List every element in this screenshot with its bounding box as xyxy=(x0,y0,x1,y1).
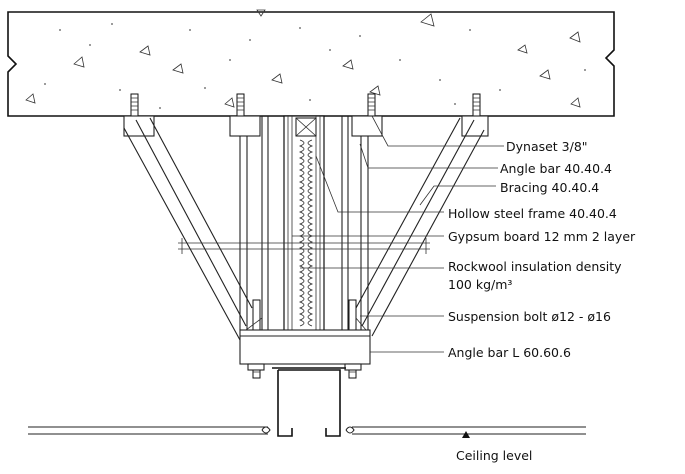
bottom-angle-bar xyxy=(239,329,371,371)
callouts: Dynaset 3/8" Angle bar 40.40.4 Bracing 4… xyxy=(448,139,636,463)
label-rockwool-line-1: Rockwool insulation density xyxy=(448,259,622,274)
anchor-bolts xyxy=(130,93,481,117)
label-suspension-bolt: Suspension bolt ø12 - ø16 xyxy=(448,309,611,324)
label-hollow-frame: Hollow steel frame 40.40.4 xyxy=(448,206,617,221)
label-angle-bar-l: Angle bar L 60.60.6 xyxy=(448,345,571,360)
label-rockwool-line-2: 100 kg/m³ xyxy=(448,277,512,292)
rockwool-insulation xyxy=(298,139,305,327)
leader-lines xyxy=(292,115,504,353)
label-bracing: Bracing 40.40.4 xyxy=(500,180,599,195)
label-angle-bar: Angle bar 40.40.4 xyxy=(500,161,612,176)
bracing-left xyxy=(123,117,253,341)
anchor-bolt xyxy=(130,93,139,117)
vertical-hangers xyxy=(239,116,369,330)
ceiling-lines xyxy=(28,426,586,435)
anchor-bolt xyxy=(472,93,481,117)
anchor-bolt xyxy=(236,93,245,117)
aggregate-dots xyxy=(44,23,586,109)
label-dynaset: Dynaset 3/8" xyxy=(506,139,588,154)
channel-section xyxy=(272,367,346,437)
bracing-right xyxy=(355,117,485,337)
anchor-bolt xyxy=(367,93,376,117)
label-ceiling-level: Ceiling level xyxy=(456,448,532,463)
partition-wall xyxy=(283,115,325,353)
concrete-slab xyxy=(7,9,615,117)
break-line xyxy=(178,238,430,254)
level-marker-icon xyxy=(462,431,470,438)
label-gypsum: Gypsum board 12 mm 2 layer xyxy=(448,229,636,244)
aggregate-triangles xyxy=(25,9,581,108)
